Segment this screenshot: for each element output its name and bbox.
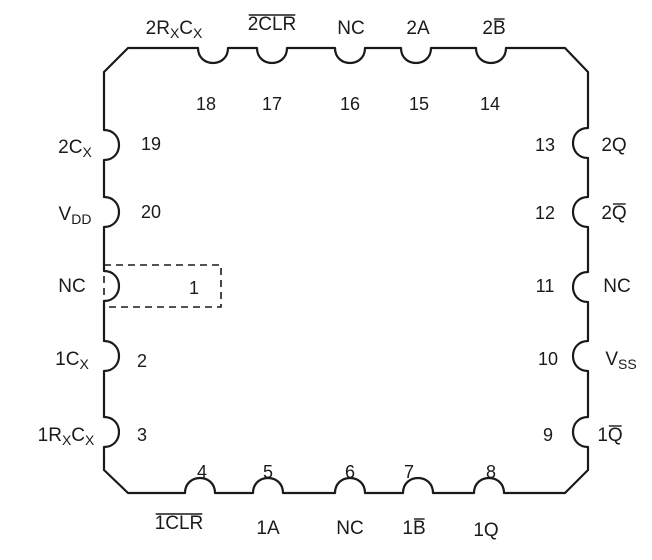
pin-signal-13: 2Q: [601, 135, 626, 156]
pin-signal-18-part: X: [170, 25, 180, 41]
pin-signal-3-part: X: [62, 432, 72, 448]
pin-signal-11: NC: [603, 276, 630, 297]
pin-number-9: 9: [543, 425, 553, 445]
pin-number-19: 19: [141, 134, 161, 154]
pin-number-16: 16: [340, 94, 360, 114]
pin-signal-2-part: 1C: [55, 349, 79, 370]
pin-signal-4: 1CLR: [155, 513, 204, 534]
pin-signal-1-part: NC: [58, 276, 85, 297]
pin-number-13: 13: [535, 135, 555, 155]
pin-signal-9-part: Q: [608, 425, 623, 446]
pin-signal-7-part: B: [413, 518, 426, 539]
pin-number-3: 3: [137, 425, 147, 445]
pin-signal-17: 2CLR: [248, 14, 297, 35]
pin-number-6: 6: [345, 462, 355, 482]
pin-signal-11-part: NC: [603, 276, 630, 297]
pin-number-10: 10: [538, 349, 558, 369]
pin-signal-14-part: 2: [482, 18, 493, 39]
pin-signal-6-part: NC: [336, 518, 363, 539]
pin-number-8: 8: [486, 462, 496, 482]
pin-number-12: 12: [535, 203, 555, 223]
pin-signal-17-part: 2CLR: [248, 14, 297, 35]
pin-signal-18: 2RXCX: [146, 18, 203, 41]
pin-signal-19: 2CX: [58, 137, 92, 160]
pin-signal-16-part: NC: [337, 18, 364, 39]
pin-number-4: 4: [197, 462, 207, 482]
pin-signal-18-part: 2R: [146, 18, 170, 39]
pin-signal-2-part: X: [79, 356, 89, 372]
pin-signal-12: 2Q: [601, 203, 626, 224]
pin-signal-9-part: 1: [597, 425, 608, 446]
pin-signal-7-part: 1: [402, 518, 413, 539]
pin-number-18: 18: [196, 94, 216, 114]
pin-number-1: 1: [189, 278, 199, 298]
pin-signal-12-part: 2: [601, 203, 612, 224]
pin-signal-3-part: 1R: [38, 425, 62, 446]
pin-signal-12-part: Q: [612, 203, 627, 224]
pin-signal-15-part: 2A: [406, 18, 430, 39]
pin-signal-20: VDD: [59, 204, 92, 227]
pin-signal-15: 2A: [406, 18, 430, 39]
pin-signal-3: 1RXCX: [38, 425, 95, 448]
pin1-indicator-box: [103, 264, 222, 308]
pin-signal-4-part: 1CLR: [155, 513, 204, 534]
pin-signal-6: NC: [336, 518, 363, 539]
pin-signal-13-part: 2Q: [601, 135, 626, 156]
pin-signal-18-part: C: [179, 18, 193, 39]
pin-signal-5: 1A: [256, 518, 280, 539]
pin-signal-8: 1Q: [473, 520, 498, 541]
pin-signal-14: 2B: [482, 18, 505, 39]
package-body-outline: [102, 46, 590, 495]
pin-number-20: 20: [141, 202, 161, 222]
pin-signal-3-part: C: [71, 425, 85, 446]
pin-signal-20-part: DD: [71, 211, 91, 227]
pin-number-5: 5: [263, 462, 273, 482]
pin-signal-20-part: V: [59, 204, 72, 225]
pin-number-15: 15: [409, 94, 429, 114]
pin-number-14: 14: [480, 94, 500, 114]
pin-number-11: 11: [536, 276, 555, 296]
pin-number-17: 17: [262, 94, 282, 114]
pin-signal-19-part: X: [82, 144, 92, 160]
pin-signal-14-part: B: [493, 18, 506, 39]
pin-signal-1: NC: [58, 276, 85, 297]
pin-signal-10: VSS: [605, 349, 636, 372]
pin-number-7: 7: [404, 462, 414, 482]
pin-signal-18-part: X: [193, 25, 203, 41]
pin-signal-10-part: SS: [618, 356, 637, 372]
pin-signal-3-part: X: [85, 432, 95, 448]
pin-signal-19-part: 2C: [58, 137, 82, 158]
pin-signal-9: 1Q: [597, 425, 622, 446]
pin-signal-7: 1B: [402, 518, 425, 539]
pin-signal-8-part: 1Q: [473, 520, 498, 541]
pin-number-2: 2: [137, 351, 147, 371]
pin-signal-2: 1CX: [55, 349, 89, 372]
pin-signal-16: NC: [337, 18, 364, 39]
pin-signal-10-part: V: [605, 349, 618, 370]
pin-signal-5-part: 1A: [256, 518, 280, 539]
